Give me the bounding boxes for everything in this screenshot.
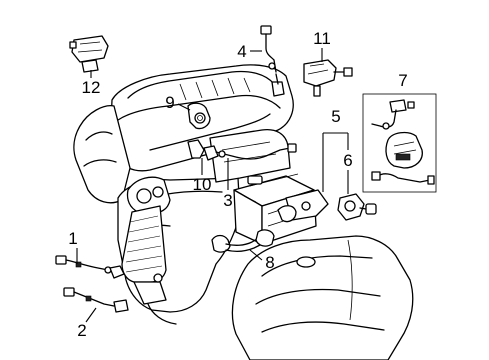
callout-3: 3 <box>223 191 232 210</box>
exhaust-manifold <box>126 176 171 214</box>
oxygen-sensor-front <box>187 139 297 161</box>
oxygen-sensor-2 <box>63 287 129 313</box>
callout-8: 8 <box>265 253 274 272</box>
callout-12: 12 <box>82 78 101 97</box>
hose-assembly <box>211 229 275 253</box>
sensor-12 <box>69 35 109 73</box>
callout-11: 11 <box>313 29 331 48</box>
oxygen-sensor-rear <box>55 255 125 279</box>
callout-10: 10 <box>193 175 212 194</box>
transmission <box>231 235 414 360</box>
callout-7: 7 <box>398 71 407 90</box>
callout-1: 1 <box>68 229 77 248</box>
catalytic-converter <box>121 205 177 325</box>
callout-5: 5 <box>331 107 340 126</box>
vacuum-switching-valve <box>337 193 377 221</box>
callout-2: 2 <box>77 321 86 340</box>
part-7-group <box>362 93 437 193</box>
oxygen-sensor-upper <box>260 25 285 97</box>
charcoal-canister <box>233 173 329 245</box>
callout-leaders <box>76 48 349 323</box>
callout-labels: 1 2 3 4 5 6 7 8 9 10 11 12 <box>68 29 407 340</box>
callout-6: 6 <box>343 151 352 170</box>
sensor-11 <box>303 59 353 97</box>
callout-9: 9 <box>165 93 174 112</box>
sensor-9 <box>187 102 211 130</box>
callout-4: 4 <box>237 42 246 61</box>
